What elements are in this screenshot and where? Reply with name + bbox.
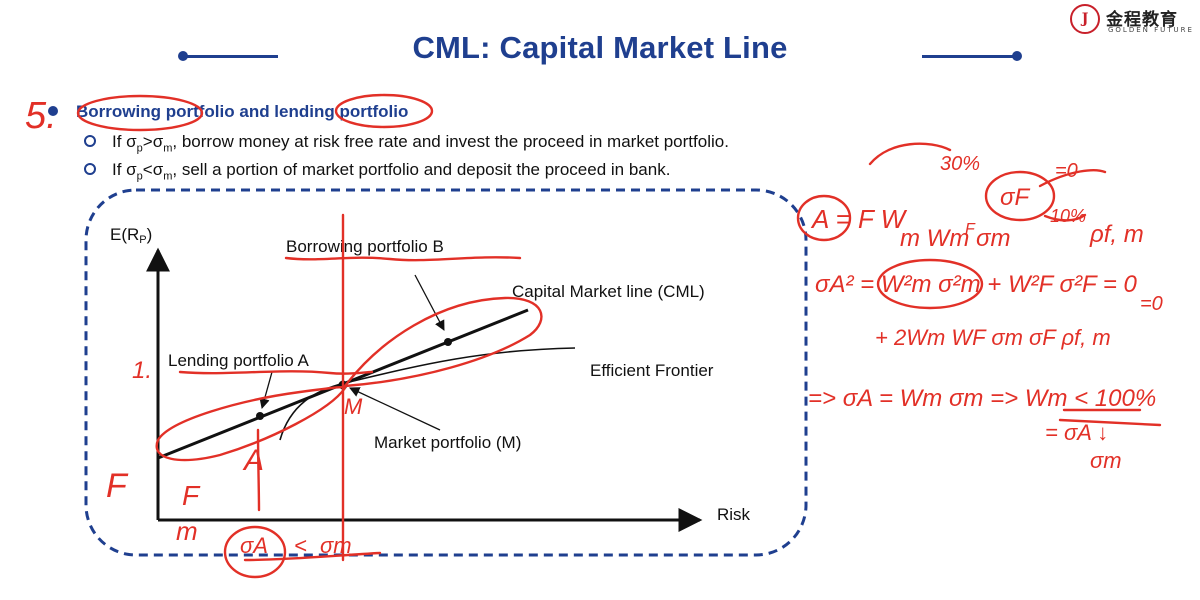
main-bullet: Borrowing portfolio and lending portfoli… <box>48 102 408 122</box>
ink-circle-sigma-a <box>223 525 287 579</box>
point-borrowing-b <box>444 338 452 346</box>
label-efficient-frontier: Efficient Frontier <box>590 361 714 380</box>
ink-circle-wm <box>876 258 984 310</box>
sub1-rest: , borrow money at risk free rate and inv… <box>172 132 729 151</box>
ink-eq2: m Wm σm <box>900 225 1010 252</box>
ink-m-lower: m <box>176 516 198 546</box>
sub-bullet-lend: If σp<σm, sell a portion of market portf… <box>84 160 670 182</box>
y-axis-label: E(RP) <box>110 225 152 246</box>
ink-zero-a: =0 <box>1055 160 1078 182</box>
label-borrowing-portfolio: Borrowing portfolio B <box>286 237 444 256</box>
point-lending-a <box>256 412 264 420</box>
ink-eq1: A = F W <box>810 204 908 234</box>
x-axis-label: Risk <box>717 505 751 524</box>
ink-loop-lending <box>155 386 347 462</box>
ink-eq2-rho: ρf, m <box>1089 221 1144 248</box>
sub1-op: >σ <box>142 132 164 151</box>
ink-eq1-sigma: σF <box>1000 184 1030 211</box>
sub1-sub-p: p <box>136 142 143 155</box>
ink-f-left: F <box>106 467 129 505</box>
ring-bullet-icon <box>84 162 96 175</box>
arrow-to-a <box>259 371 273 410</box>
ink-eq3: σA² = W²m σ²m + W²F σ²F = 0 <box>815 271 1138 298</box>
bullet-dot-icon <box>48 105 58 116</box>
ink-eq5: => σA = Wm σm => Wm < 100% <box>808 385 1156 412</box>
ink-circle-sigma-f <box>984 170 1056 222</box>
ink-underline-b <box>284 256 522 262</box>
efficient-frontier-curve <box>279 347 576 441</box>
arrow-to-m <box>349 387 441 431</box>
ink-zero-b: =0 <box>1140 293 1163 315</box>
ink-sigma-m: σm <box>320 533 352 558</box>
ink-a: A <box>242 444 264 477</box>
title-dot-right <box>1012 51 1022 61</box>
arrow-to-b <box>414 274 445 331</box>
ink-underline-wm <box>1058 418 1162 427</box>
ink-eq6: = σA ↓ <box>1045 420 1108 445</box>
ink-sigma-a: σA <box>240 533 268 558</box>
label-lending-portfolio: Lending portfolio A <box>168 351 309 370</box>
sub1-sub-m: m <box>163 142 173 155</box>
slide-title: CML: Capital Market Line <box>412 30 788 65</box>
ink-five: 5. <box>25 95 57 137</box>
ink-drop-a <box>256 428 261 512</box>
handwritten-text: 5. 1. F A M F m σA < σm A = F W F σF m W… <box>25 95 1163 558</box>
ink-pct-30: 30% <box>940 153 980 175</box>
ink-eq1-sub: F <box>965 221 976 238</box>
sub2-sub-m: m <box>163 170 173 183</box>
ink-f-lower: F <box>182 480 201 511</box>
ink-less-than: < <box>294 533 307 558</box>
ink-underline-a <box>178 370 374 375</box>
ink-circle-borrowing <box>76 94 204 132</box>
ink-stroke-1 <box>1038 169 1107 188</box>
company-logo: J 金程教育 GOLDEN FUTURE <box>1070 4 1195 38</box>
sub2-op: <σ <box>142 160 164 179</box>
ink-underline-sigma <box>243 551 382 562</box>
ring-bullet-icon <box>84 134 96 147</box>
ink-circle-a <box>796 194 852 242</box>
ink-one: 1. <box>132 357 152 384</box>
logo-seal-icon: J <box>1070 4 1100 34</box>
ink-eq4: + 2Wm WF σm σF ρf, m <box>875 325 1111 350</box>
ink-stroke-2 <box>868 142 952 166</box>
diagram-frame <box>84 188 808 557</box>
ink-circle-lending <box>334 93 434 129</box>
sub2-rest: , sell a portion of market portfolio and… <box>172 160 671 179</box>
label-market-portfolio: Market portfolio (M) <box>374 433 521 452</box>
ink-eq7: σm <box>1090 448 1122 473</box>
sub1-lead: If σ <box>112 132 137 151</box>
handwritten-annotations <box>76 93 1162 579</box>
sub2-sub-p: p <box>136 170 143 183</box>
logo-chinese-text: 金程教育 <box>1106 10 1178 30</box>
ink-vertical-sigma-m <box>341 213 345 562</box>
sub2-lead: If σ <box>112 160 137 179</box>
label-cml: Capital Market line (CML) <box>512 282 705 301</box>
ink-loop-borrowing <box>343 296 543 388</box>
logo-english-text: GOLDEN FUTURE <box>1108 26 1194 34</box>
ink-pct-10: 10% <box>1050 206 1086 226</box>
title-dot-left <box>178 51 188 61</box>
sub-bullet-borrow: If σp>σm, borrow money at risk free rate… <box>84 132 729 154</box>
ink-stroke-3 <box>1043 213 1087 222</box>
main-bullet-text: Borrowing portfolio and lending portfoli… <box>76 102 409 121</box>
title-rule-left <box>183 55 278 58</box>
title-rule-right <box>922 55 1017 58</box>
ink-m: M <box>344 394 363 419</box>
